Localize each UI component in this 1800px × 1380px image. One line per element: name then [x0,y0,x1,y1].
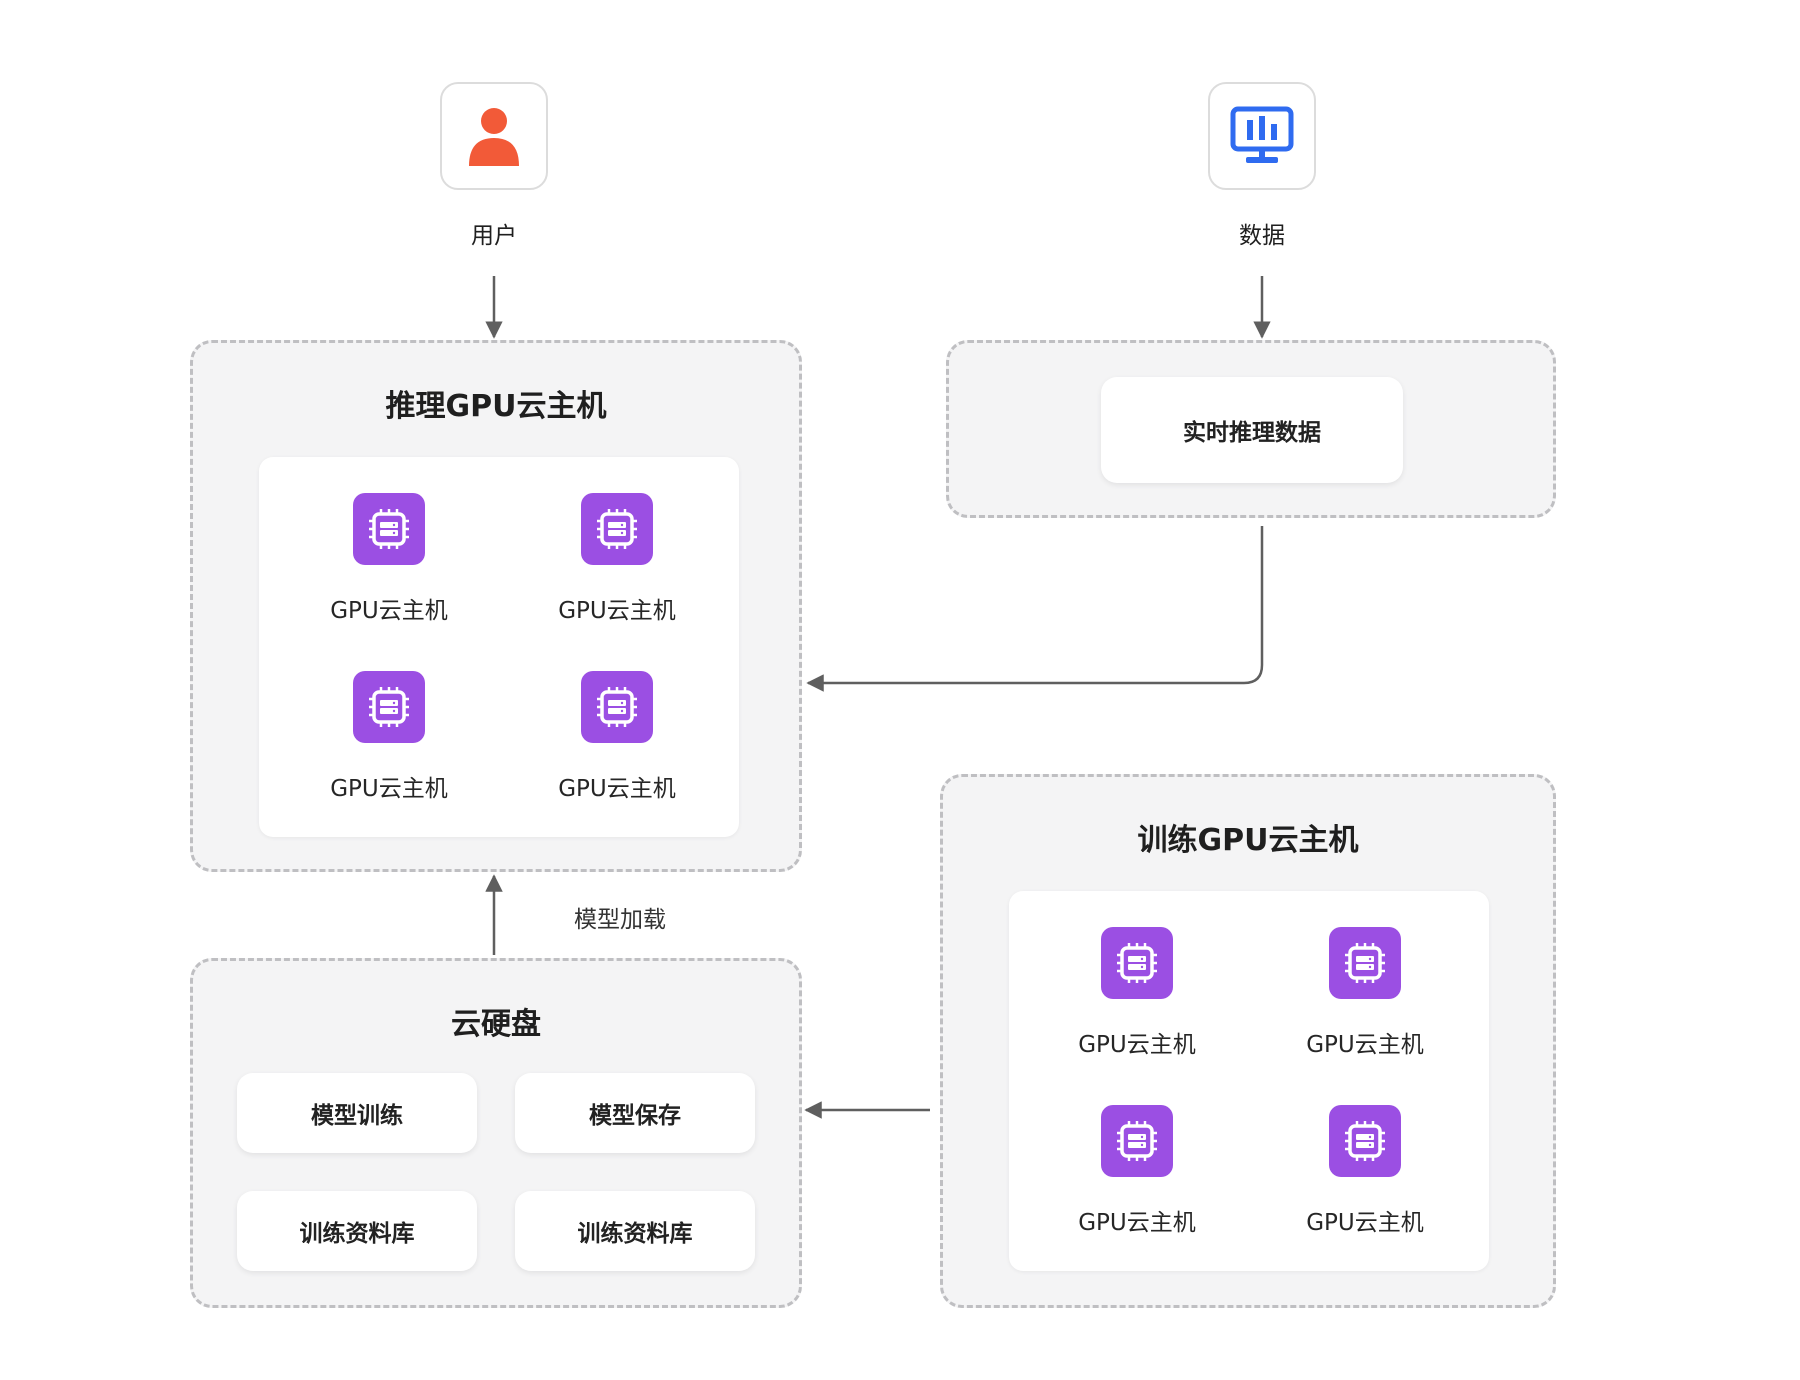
cloud-disk-title: 云硬盘 [451,1007,541,1042]
data-label: 数据 [1239,223,1285,249]
gpu-host-label: GPU云主机 [1078,1210,1196,1236]
gpu-chip-icon [1101,927,1173,999]
gpu-host-item: GPU云主机 [289,493,489,625]
disk-item-card: 训练资料库 [515,1191,755,1271]
user-node [440,82,548,190]
gpu-chip-icon [581,493,653,565]
inference-host-panel: GPU云主机 GPU云主机 GPU云主机 GPU云主机 [259,457,739,837]
gpu-host-item: GPU云主机 [289,671,489,803]
gpu-host-label: GPU云主机 [1306,1032,1424,1058]
model-loading-label: 模型加载 [574,907,666,933]
inference-group-title: 推理GPU云主机 [385,389,607,424]
monitor-chart-icon [1230,106,1294,163]
disk-item-card: 模型保存 [515,1073,755,1153]
data-node [1208,82,1316,190]
cloud-disk-group: 云硬盘 模型训练 模型保存 训练资料库 训练资料库 [190,958,802,1308]
gpu-host-item: GPU云主机 [517,493,717,625]
gpu-host-label: GPU云主机 [1078,1032,1196,1058]
user-icon [469,108,519,166]
gpu-host-item: GPU云主机 [1037,1105,1237,1237]
gpu-host-label: GPU云主机 [330,776,448,802]
realtime-inference-data-card: 实时推理数据 [1101,377,1403,483]
disk-item-card: 模型训练 [237,1073,477,1153]
gpu-chip-icon [1329,1105,1401,1177]
disk-item-card: 训练资料库 [237,1191,477,1271]
gpu-host-item: GPU云主机 [1037,927,1237,1059]
training-group-title: 训练GPU云主机 [1137,823,1359,858]
training-host-panel: GPU云主机 GPU云主机 GPU云主机 GPU云主机 [1009,891,1489,1271]
user-label: 用户 [471,223,517,249]
gpu-host-item: GPU云主机 [1265,1105,1465,1237]
training-gpu-group: 训练GPU云主机 GPU云主机 GPU云主机 GPU云主机 GPU云主机 [940,774,1556,1308]
gpu-chip-icon [581,671,653,743]
gpu-host-item: GPU云主机 [517,671,717,803]
arrow-realtime-to-inference [806,526,1264,692]
gpu-host-label: GPU云主机 [330,598,448,624]
inference-gpu-group: 推理GPU云主机 GPU云主机 GPU云主机 GPU云主机 GPU云主机 [190,340,802,872]
gpu-chip-icon [353,671,425,743]
gpu-chip-icon [353,493,425,565]
gpu-host-label: GPU云主机 [1306,1210,1424,1236]
gpu-host-label: GPU云主机 [558,776,676,802]
gpu-host-label: GPU云主机 [558,598,676,624]
gpu-chip-icon [1329,927,1401,999]
gpu-host-item: GPU云主机 [1265,927,1465,1059]
realtime-data-group: 实时推理数据 [946,340,1556,518]
gpu-chip-icon [1101,1105,1173,1177]
